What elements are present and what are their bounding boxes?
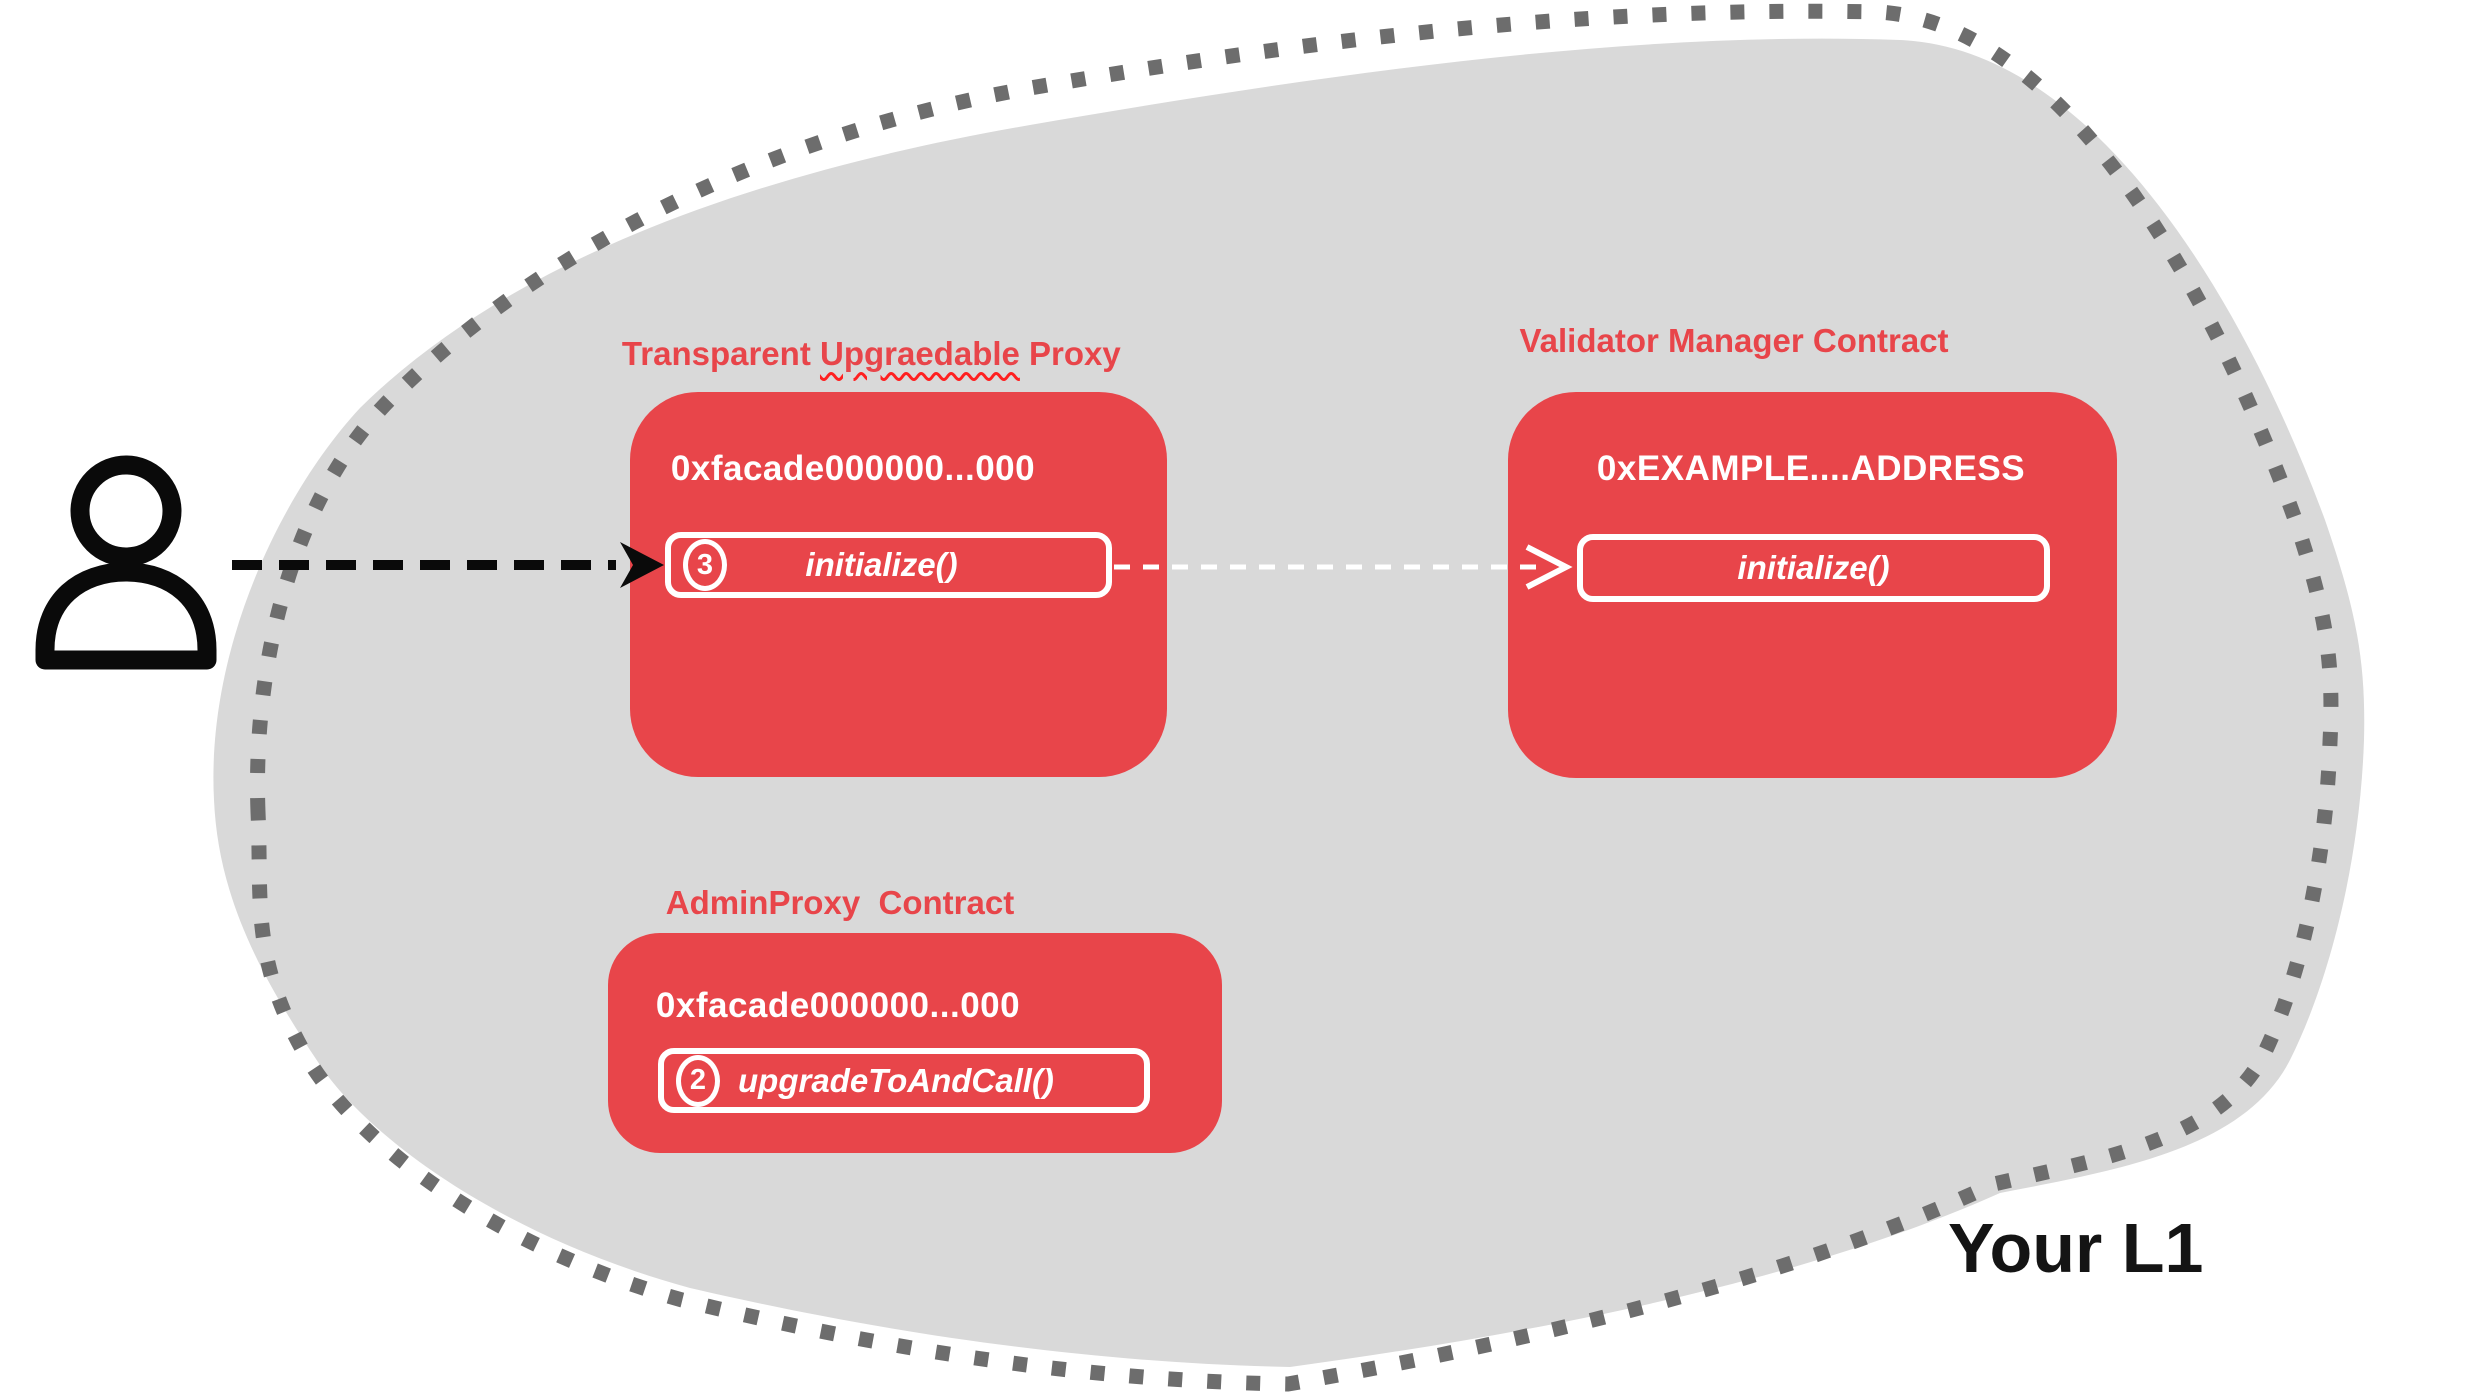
- initialize-method-pill: 3 initialize(): [665, 532, 1112, 598]
- method-label: upgradeToAndCall(): [738, 1061, 1054, 1099]
- admin-proxy-title: AdminProxy Contract: [665, 884, 1015, 921]
- admin-proxy-address: 0xfacade000000...000: [655, 986, 1021, 1025]
- validator-manager-address: 0xEXAMPLE....ADDRESS: [1596, 449, 2026, 488]
- transparent-proxy-address: 0xfacade000000...000: [670, 449, 1036, 488]
- validator-manager-contract-card: [1508, 392, 2117, 778]
- l1-dotted-border: [250, 3, 2339, 1392]
- method-label: initialize(): [1737, 549, 1890, 586]
- admin-proxy-contract-card: [608, 933, 1222, 1153]
- step-2-badge: 2: [676, 1054, 720, 1107]
- title-text: Proxy: [1019, 335, 1121, 372]
- title-text: Transparent: [621, 335, 820, 372]
- initialize-method-pill-validator: initialize(): [1577, 534, 2050, 602]
- region-label: Your L1: [1948, 1209, 2204, 1287]
- upgrade-to-and-call-method-pill: 2 upgradeToAndCall(): [658, 1048, 1150, 1113]
- validator-manager-title: Validator Manager Contract: [1519, 322, 1949, 359]
- step-3-badge: 3: [683, 539, 727, 591]
- misspelled-word: Upgraedable: [819, 335, 1020, 372]
- method-label: initialize(): [805, 546, 958, 583]
